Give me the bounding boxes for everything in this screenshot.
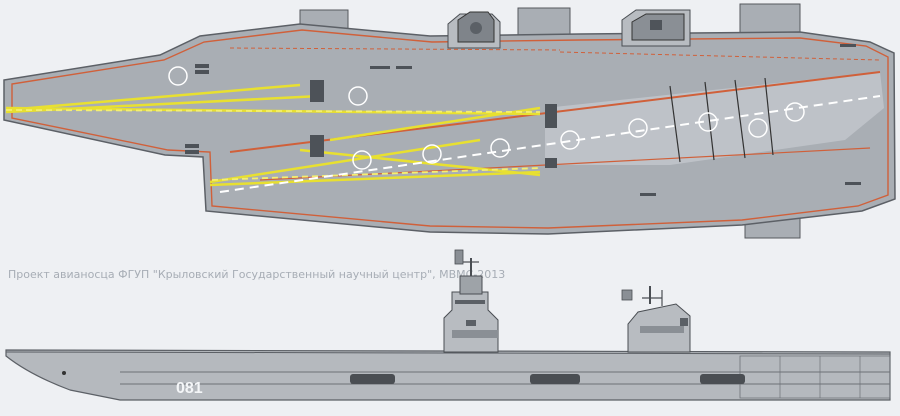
hull-side (5, 349, 891, 401)
anchor-hawse (62, 371, 66, 375)
arrester-wires (669, 77, 774, 163)
aft-island-side (621, 286, 691, 353)
island-safety-line (229, 47, 561, 51)
caption: Проект авианосца ФГУП "Крыловский Госуда… (8, 268, 505, 281)
aft-island-top (621, 9, 691, 47)
landing-area (545, 72, 884, 165)
landing-centerline (219, 95, 881, 193)
deck-edge-stripe (11, 29, 889, 229)
elevator-top-right (739, 3, 801, 37)
deck-markings (185, 44, 861, 196)
side-view: 081 (5, 249, 891, 401)
forward-island-side (443, 249, 499, 353)
spot-markers (168, 66, 805, 170)
flight-deck (3, 23, 896, 235)
hangar-opening-3 (700, 374, 745, 384)
landing-edge-stripe-lower (259, 147, 871, 181)
hull-number: 081 (176, 380, 203, 397)
flight-deck-line (5, 351, 891, 355)
hangar-opening-2 (530, 374, 580, 384)
island-safety-line-2 (559, 51, 881, 61)
top-view (3, 3, 896, 239)
forward-island-top (447, 11, 501, 49)
hangar-opening-1 (350, 374, 395, 384)
takeoff-lines-dashed (5, 109, 541, 181)
